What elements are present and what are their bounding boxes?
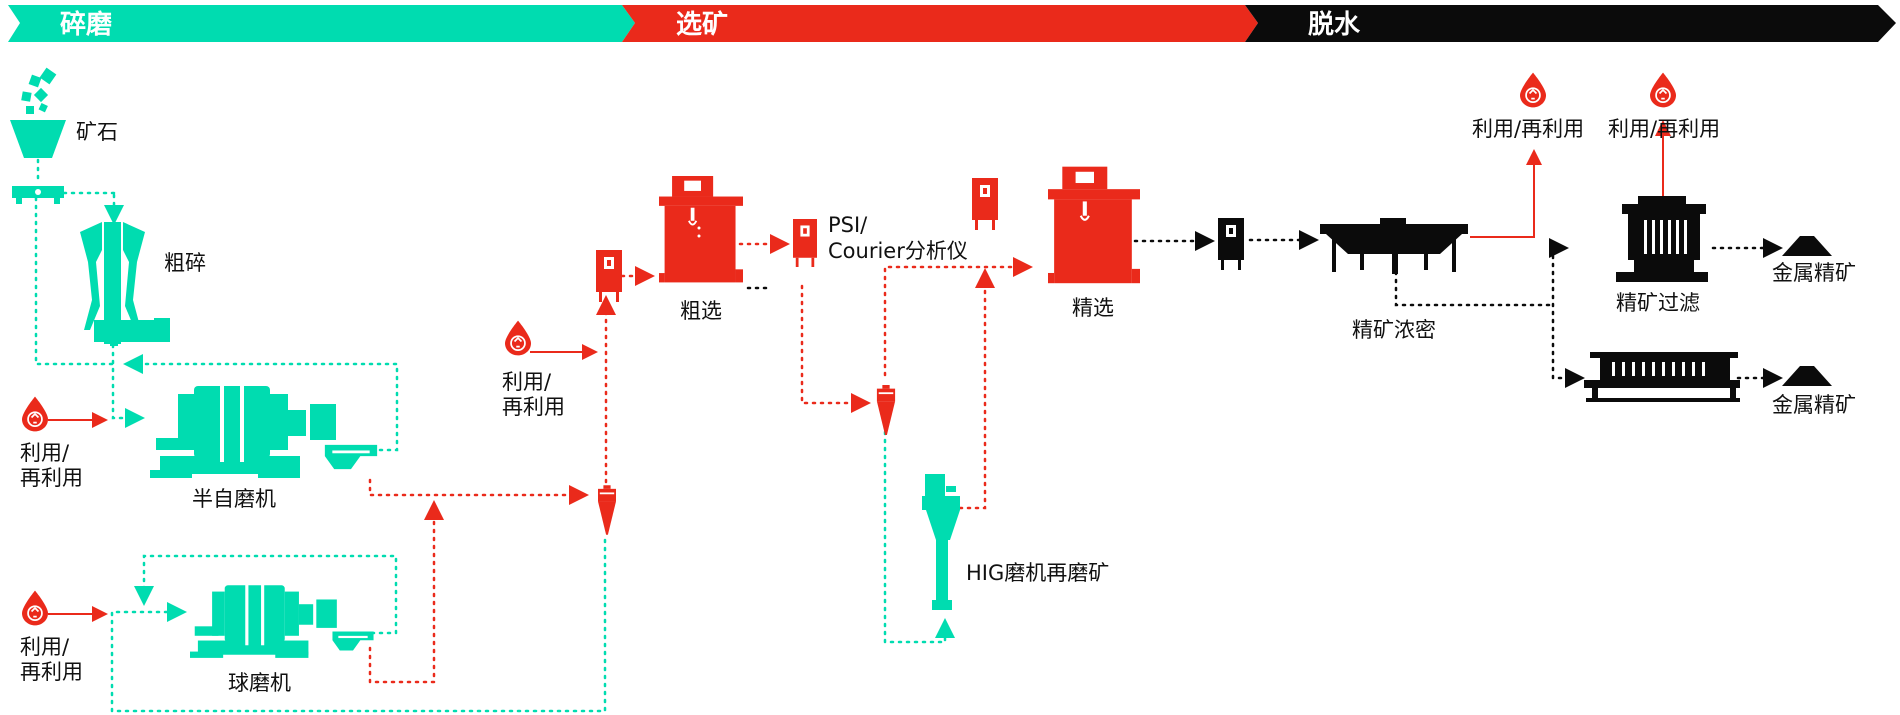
water-drop-recycle-icon [22, 590, 48, 626]
top-analyzer-icon [972, 178, 998, 230]
equipment-labels: 矿石 粗碎 半自磨机 球磨机 利用/ 再利用 利用/ 再利用 利用/ 再利用 粗… [20, 117, 1856, 695]
label-cleaner: 精选 [1072, 296, 1114, 320]
regrind-cyclone-icon [876, 385, 896, 435]
water-drop-recycle-icon [1650, 72, 1676, 108]
stage-header-bar: 碎磨 选矿 脱水 [8, 5, 1896, 42]
water-drop-recycle-icon [1520, 72, 1546, 108]
analyzer-icon [1218, 218, 1244, 270]
vertical-filter-plates [1644, 220, 1687, 254]
label-product-1: 金属精矿 [1772, 261, 1856, 285]
water-drop-recycle-icon [505, 320, 531, 356]
flow-regrind-to-cleaner [883, 257, 1033, 377]
label-recycle-sag-line2: 再利用 [20, 466, 83, 490]
flow-thickener-underflow [1394, 270, 1555, 307]
label-ball-mill: 球磨机 [228, 671, 291, 695]
flow-underflow-to-ballmill [110, 538, 607, 713]
label-recycle-thickener: 利用/再利用 [1472, 117, 1584, 141]
flow-ballmill-recycle [134, 554, 398, 635]
label-sag-mill: 半自磨机 [192, 487, 276, 511]
flow-crusher-to-sag [111, 343, 145, 428]
flow-ballmill-to-cyclone [368, 500, 444, 684]
label-recycle-ball-line1: 利用/ [20, 635, 70, 659]
label-primary-crusher: 粗碎 [164, 251, 206, 275]
water-drop-recycle-icon [22, 396, 48, 432]
feeder-icon [12, 186, 64, 204]
psi-analyzer-icon [793, 219, 817, 267]
thickener-icon [1320, 218, 1468, 274]
flow-hig-to-analyzer [958, 268, 995, 510]
label-recycle-filter: 利用/再利用 [1608, 117, 1720, 141]
label-rougher: 粗选 [680, 299, 722, 323]
stage-title-grinding: 碎磨 [60, 10, 112, 40]
label-psi-line2: Courier分析仪 [828, 239, 968, 263]
rougher-bubbles [697, 226, 701, 238]
hopper-icon [10, 120, 66, 158]
cleaner-flotation-cell-icon [1048, 166, 1140, 285]
label-product-2: 金属精矿 [1772, 393, 1856, 417]
hydrocyclone-icon [598, 485, 616, 535]
flow-thickener-recycle [1470, 149, 1542, 238]
stage-grinding-band [8, 5, 635, 42]
concentrate-pile-icon [1782, 236, 1832, 256]
sag-mill-icon [150, 382, 336, 478]
stage-title-dewatering: 脱水 [1308, 10, 1361, 40]
label-psi-line1: PSI/ [828, 213, 868, 237]
vertical-filter-icon [1616, 196, 1708, 282]
label-hig-mill: HIG磨机再磨矿 [966, 561, 1109, 585]
label-recycle-ball-line2: 再利用 [20, 660, 83, 684]
crusher-icon [80, 222, 170, 346]
label-recycle-rougher-line1: 利用/ [502, 370, 552, 394]
flow-psi-to-regrind [800, 284, 871, 413]
sag-discharge-chute-icon [324, 444, 378, 470]
stage-dewatering-band [1245, 5, 1896, 42]
label-recycle-sag-line1: 利用/ [20, 441, 70, 465]
flow-to-filter-press [1551, 246, 1585, 388]
ballmill-discharge-chute-icon [332, 631, 374, 651]
flow-sag-recycle [123, 354, 399, 452]
stage-title-flotation: 选矿 [676, 9, 728, 40]
filter-press-icon [1584, 352, 1740, 402]
ball-mill-icon [190, 582, 337, 658]
concentrate-pile-icon [1782, 366, 1832, 386]
filter-press-plates [1612, 362, 1705, 376]
label-ore: 矿石 [76, 120, 118, 144]
label-filter: 精矿过滤 [1616, 291, 1700, 315]
flow-ore-bypass [34, 196, 120, 366]
analyzer-icon [596, 250, 622, 302]
rougher-flotation-cell-icon [658, 176, 744, 284]
flow-regrind-to-hig [883, 430, 955, 644]
ore-pieces-icon [21, 67, 57, 114]
stage-flotation-band [622, 5, 1258, 42]
flow-sag-to-cyclone [368, 478, 589, 505]
label-thickener: 精矿浓密 [1352, 318, 1436, 342]
hig-mill-icon [922, 474, 960, 610]
label-recycle-rougher-line2: 再利用 [502, 395, 565, 419]
